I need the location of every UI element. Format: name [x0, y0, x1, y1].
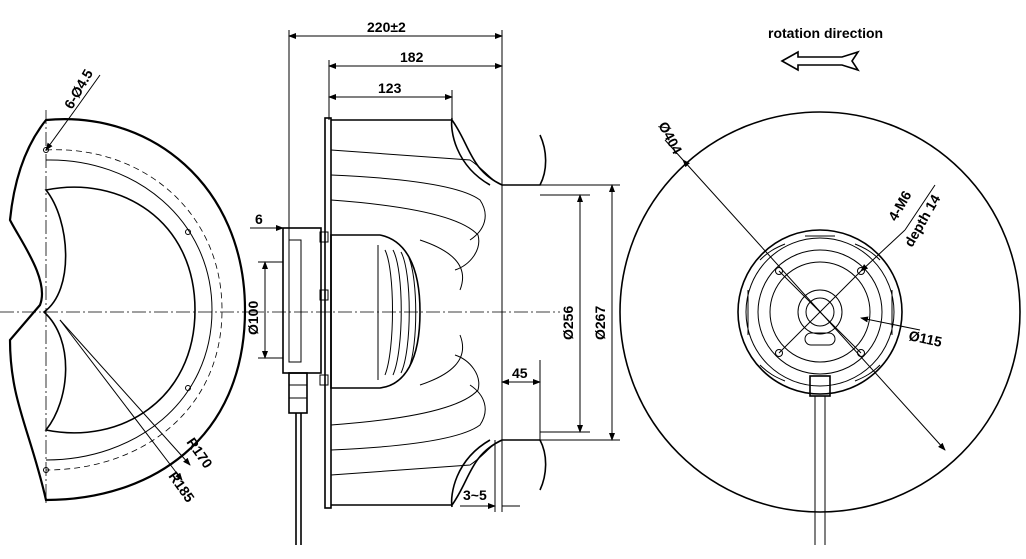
- side-impeller-length-label: 182: [400, 49, 424, 65]
- left-flange-view: [0, 74, 250, 505]
- rotation-direction-label: rotation direction: [768, 25, 883, 41]
- side-gap-label: 3~5: [463, 487, 487, 503]
- side-blade-length-label: 123: [378, 80, 402, 96]
- motor-fins: [384, 249, 417, 376]
- side-ring-diameter-label: Ø267: [592, 306, 608, 340]
- side-overall-length-label: 220±2: [367, 19, 406, 35]
- side-inlet-diameter-label: Ø256: [560, 306, 576, 340]
- front-bolt-circle-label: Ø115: [907, 327, 943, 350]
- front-view: [619, 50, 1021, 545]
- front-thread-label: 4-M6: [885, 188, 915, 224]
- left-radius-170-label: R170: [184, 435, 216, 472]
- front-outer-diameter-label: Ø404: [655, 119, 685, 157]
- side-view: [250, 30, 620, 545]
- side-flange-thickness-label: 6: [255, 211, 263, 227]
- side-motor-diameter-label: Ø100: [245, 301, 261, 335]
- left-hole-label: 6-Ø4.5: [61, 66, 96, 111]
- side-ring-depth-label: 45: [512, 365, 528, 381]
- left-radius-185-label: R185: [166, 469, 198, 506]
